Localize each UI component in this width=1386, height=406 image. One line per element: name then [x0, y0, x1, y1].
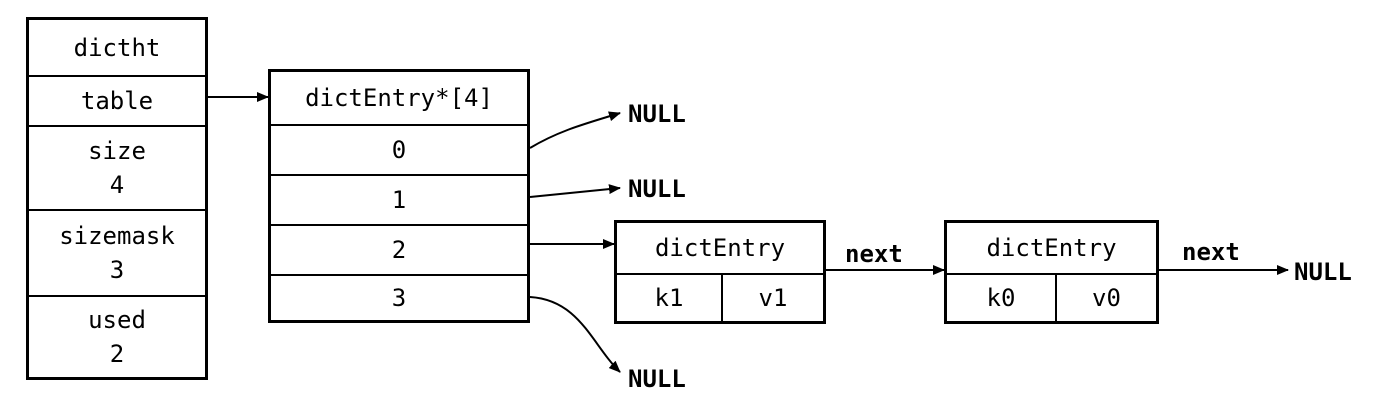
table-slot-index: 1 [391, 186, 407, 214]
dictht-title: dictht [73, 33, 161, 62]
dict-entry-kv-row: k0 v0 [947, 273, 1156, 321]
dict-entry-title-cell: dictEntry [947, 223, 1156, 273]
dict-entry-k0: dictEntry k0 v0 [944, 220, 1159, 324]
dict-entry-key: k0 [947, 275, 1055, 321]
table-array-title-cell: dictEntry*[4] [271, 72, 527, 124]
table-array: dictEntry*[4] 0 1 2 3 [268, 69, 530, 323]
next-label-entry-1: next [845, 240, 903, 268]
dict-entry-key-text: k1 [654, 284, 684, 312]
dictht-table-field: table [29, 75, 205, 125]
table-slot-index: 0 [391, 136, 407, 164]
null-label-slot-1: NULL [628, 175, 686, 203]
size-field-label: size [88, 137, 146, 165]
table-field-label: table [80, 87, 154, 115]
arrow-slot-3-to-null [529, 296, 621, 373]
dictht-size-field: size 4 [29, 125, 205, 209]
table-slot-index: 3 [391, 284, 407, 312]
dict-entry-title-cell: dictEntry [617, 223, 823, 273]
dict-entry-kv-row: k1 v1 [617, 273, 823, 321]
dict-entry-title: dictEntry [654, 234, 786, 262]
table-slot-2: 2 [271, 224, 527, 274]
sizemask-field-label: sizemask [59, 222, 175, 250]
table-slot-index: 2 [391, 236, 407, 264]
dict-entry-k1: dictEntry k1 v1 [614, 220, 826, 324]
table-array-title: dictEntry*[4] [305, 84, 493, 112]
dictht-struct: dictht table size 4 sizemask 3 used 2 [26, 17, 208, 380]
sizemask-field-value: 3 [109, 256, 125, 284]
table-slot-0: 0 [271, 124, 527, 174]
dictht-sizemask-field: sizemask 3 [29, 209, 205, 295]
arrow-slot-1-to-null [529, 184, 621, 198]
dict-entry-key: k1 [617, 275, 721, 321]
dictht-used-field: used 2 [29, 295, 205, 377]
size-field-value: 4 [109, 171, 125, 199]
used-field-value: 2 [109, 340, 125, 368]
null-label-slot-0: NULL [628, 100, 686, 128]
used-field-label: used [88, 306, 146, 334]
dict-entry-value-text: v0 [1092, 284, 1121, 312]
dict-entry-value: v1 [721, 275, 823, 321]
table-slot-1: 1 [271, 174, 527, 224]
dict-entry-title: dictEntry [986, 234, 1117, 262]
next-label-entry-2: next [1182, 238, 1240, 266]
table-slot-3: 3 [271, 274, 527, 320]
null-label-chain-end: NULL [1294, 258, 1352, 286]
dict-entry-value: v0 [1055, 275, 1156, 321]
null-label-slot-3: NULL [628, 365, 686, 393]
dict-entry-value-text: v1 [758, 284, 788, 312]
dict-entry-key-text: k0 [986, 284, 1016, 312]
arrow-slot-0-to-null [529, 111, 621, 149]
dictht-title-cell: dictht [29, 20, 205, 75]
